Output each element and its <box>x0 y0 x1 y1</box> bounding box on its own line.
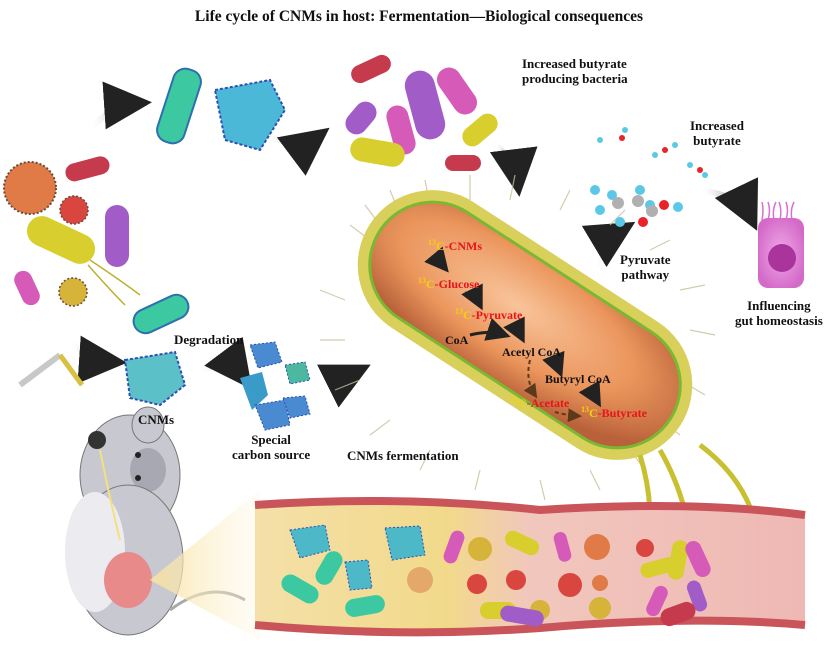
label-line: pathway <box>621 267 670 282</box>
metabolite-name: -CNMs <box>444 239 482 253</box>
isotope-mass: 13 <box>428 238 436 247</box>
label-line: producing bacteria <box>522 71 628 86</box>
isotope-element: C <box>463 308 472 322</box>
isotope-mass: 13 <box>510 395 518 404</box>
metabolite-13c-butyrate: 13C-Butyrate <box>581 405 647 421</box>
butyrate-bacteria-cluster <box>345 54 498 171</box>
label-line: Pyruvate <box>620 252 671 267</box>
metabolite-coa: CoA <box>445 333 469 347</box>
arrow-icon <box>489 142 538 197</box>
carbon-fragments <box>240 341 311 431</box>
arrow-icon <box>699 177 759 231</box>
label-degradation: Degradation <box>174 332 244 347</box>
intestine-cross-section <box>254 497 806 637</box>
label-increased-butyrate: Increased butyrate <box>690 118 744 148</box>
cnm-structures-top <box>156 67 287 152</box>
isotope-element: C <box>589 406 598 420</box>
arrow-icon <box>317 364 371 408</box>
label-special-carbon-source: Special carbon source <box>232 432 310 462</box>
isotope-element: C <box>426 277 435 291</box>
label-line: gut homeostasis <box>735 313 823 328</box>
pathway-arrows <box>424 246 601 408</box>
metabolite-13c-acetate: 13C-Acetate <box>510 395 569 411</box>
figure-title: Life cycle of CNMs in host: Fermentation… <box>194 8 644 25</box>
label-increased-bacteria: Increased butyrate producing bacteria <box>522 56 628 86</box>
isotope-label: 13C <box>428 238 445 253</box>
isotope-label: 13C <box>510 395 527 410</box>
label-line: Increased <box>690 118 744 133</box>
cnm-nanotube-lower <box>132 293 190 335</box>
flow-arrows <box>67 81 759 408</box>
gut-epithelial-cell <box>758 201 804 288</box>
isotope-mass: 13 <box>418 276 426 285</box>
metabolite-name: -Butyrate <box>597 406 647 420</box>
isotope-mass: 13 <box>455 307 463 316</box>
label-line: butyrate <box>693 133 741 148</box>
isotope-mass: 13 <box>581 405 589 414</box>
isotope-element: C <box>518 396 527 410</box>
metabolite-13c-cnms: 13C-CNMs <box>428 238 482 254</box>
arrow-icon <box>199 336 253 390</box>
metabolite-name: -Acetate <box>526 396 570 410</box>
arrow-icon <box>581 221 636 270</box>
isotope-label: 13C <box>418 276 435 291</box>
gut-bacteria-cluster <box>3 156 141 307</box>
label-line: carbon source <box>232 447 311 462</box>
acetate-branch-arrows <box>523 359 582 423</box>
metabolite-butyryl-coa: Butyryl CoA <box>545 372 611 386</box>
arrow-icon <box>263 127 330 176</box>
isotope-label: 13C <box>581 405 598 420</box>
metabolite-name: -Pyruvate <box>471 308 523 322</box>
metabolite-name: -Glucose <box>434 277 480 291</box>
metabolite-13c-glucose: 13C-Glucose <box>418 276 479 292</box>
label-line: Influencing <box>747 298 811 313</box>
label-gut-homeostasis: Influencing gut homeostasis <box>735 298 823 328</box>
metabolite-acetyl-coa: Acetyl CoA <box>502 345 561 359</box>
label-line: Special <box>251 432 291 447</box>
label-cnms-fermentation: CNMs fermentation <box>347 448 459 463</box>
label-line: Increased butyrate <box>522 56 627 71</box>
arrow-icon <box>67 335 127 384</box>
metabolite-13c-pyruvate: 13C-Pyruvate <box>455 307 522 323</box>
magnification-beam <box>150 490 260 640</box>
label-pyruvate-pathway: Pyruvate pathway <box>620 252 671 282</box>
cnm-graphene <box>123 350 187 407</box>
mouse <box>18 352 246 636</box>
butyrate-molecules <box>590 127 708 227</box>
label-cnms: CNMs <box>138 412 175 427</box>
isotope-label: 13C <box>455 307 472 322</box>
arrow-icon <box>87 81 152 132</box>
isotope-element: C <box>436 239 445 253</box>
